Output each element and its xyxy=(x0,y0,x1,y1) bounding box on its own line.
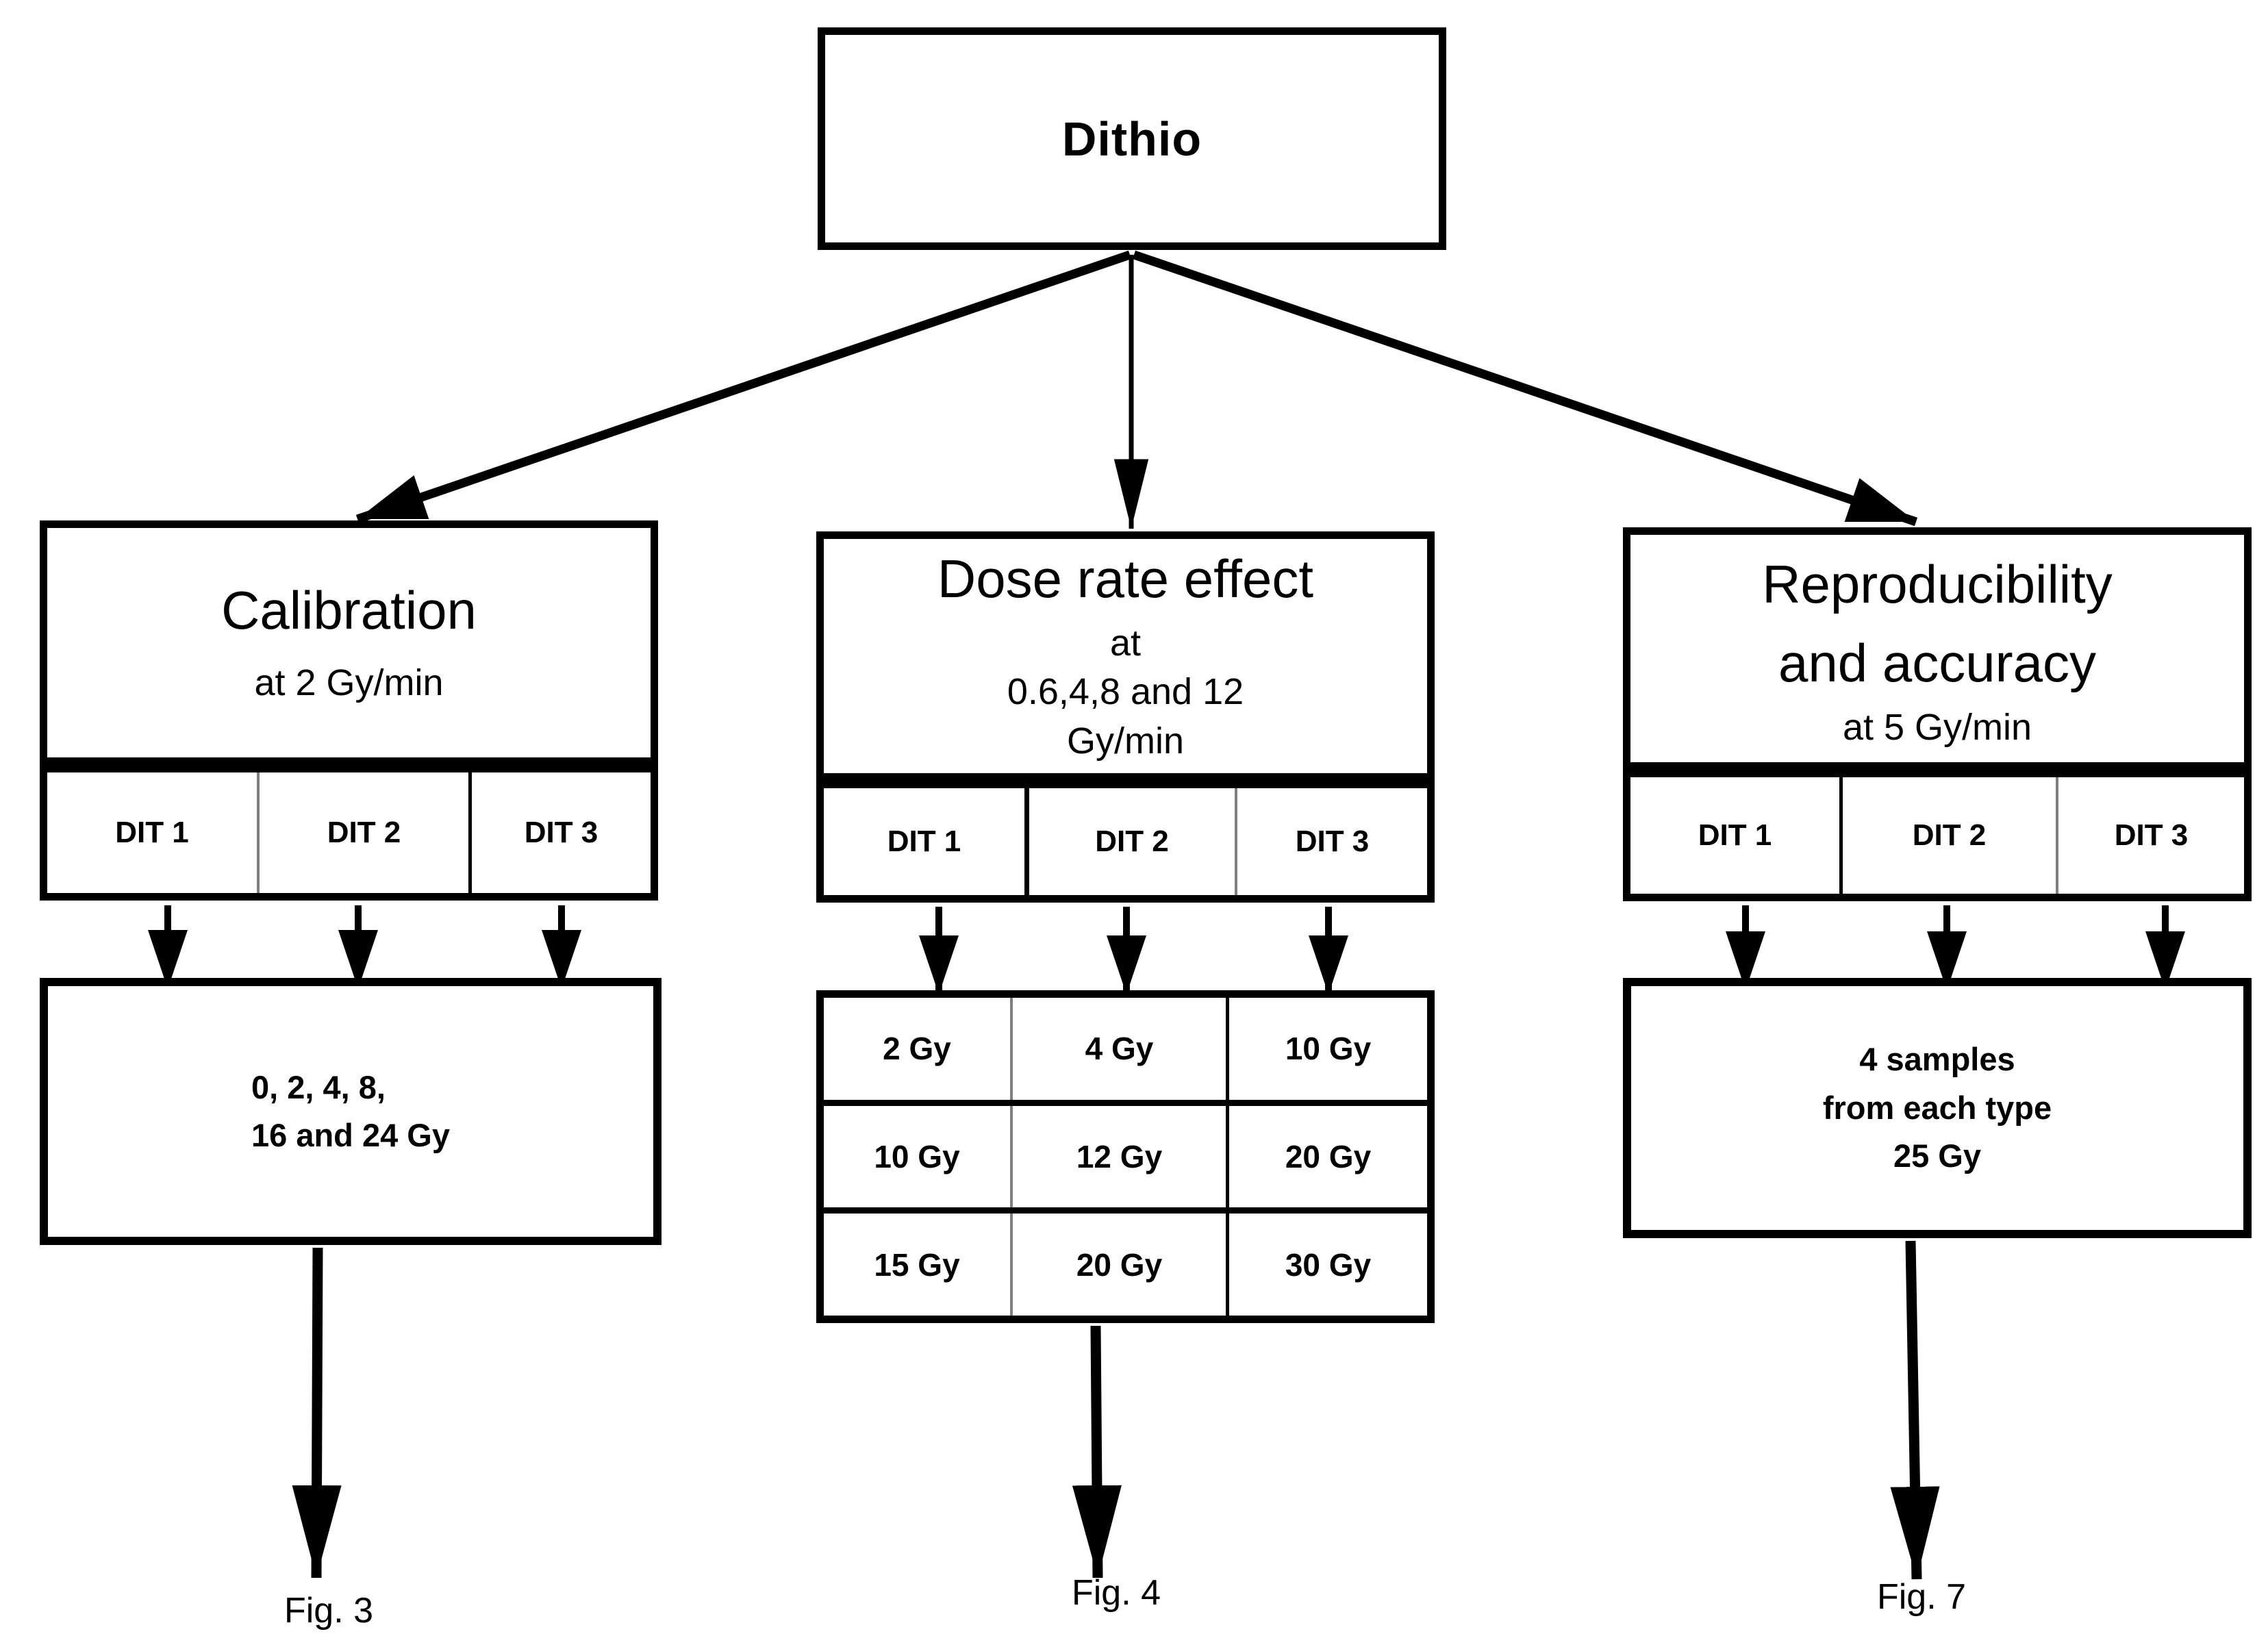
dose-rate-subtitle-line2: 0.6,4,8 and 12 xyxy=(1007,671,1244,713)
dit-label: DIT 3 xyxy=(2114,818,2189,852)
calibration-doses-line2: 16 and 24 Gy xyxy=(251,1117,450,1153)
calibration-result-box: 0, 2, 4, 8, 16 and 24 Gy xyxy=(40,978,662,1245)
dit-label: DIT 3 xyxy=(1295,825,1370,858)
calibration-dit-row: DIT 1 DIT 2 DIT 3 xyxy=(40,765,658,901)
reproducibility-box: Reproducibility and accuracy at 5 Gy/min xyxy=(1623,527,2252,770)
figure-label-4: Fig. 4 xyxy=(1071,1573,1161,1613)
dose-rate-subtitle-line3: Gy/min xyxy=(1066,720,1185,762)
dose-rate-title: Dose rate effect xyxy=(937,549,1314,609)
reproducibility-dit2: DIT 2 xyxy=(1843,777,2058,894)
reproducibility-samples-line3: 25 Gy xyxy=(1893,1137,1982,1174)
dose-cell: 30 Gy xyxy=(1285,1246,1372,1283)
dit-label: DIT 2 xyxy=(1912,818,1987,852)
dose-cell: 4 Gy xyxy=(1013,998,1229,1100)
reproducibility-dit1: DIT 1 xyxy=(1630,777,1843,894)
dose-rate-dit3: DIT 3 xyxy=(1237,788,1427,895)
arrow-root-to-calibration xyxy=(355,250,1132,524)
dose-cell: 2 Gy xyxy=(824,998,1013,1100)
dit-label: DIT 3 xyxy=(524,816,598,849)
dose-cell: 20 Gy xyxy=(1285,1139,1372,1174)
arrow-right-output xyxy=(1890,1240,1940,1580)
root-label: Dithio xyxy=(1061,112,1202,166)
dose-rate-box: Dose rate effect at 0.6,4,8 and 12 Gy/mi… xyxy=(816,531,1435,781)
calibration-dit3: DIT 3 xyxy=(472,772,651,893)
reproducibility-samples: 4 samples from each type 25 Gy xyxy=(1823,1035,2052,1181)
reproducibility-dit-row: DIT 1 DIT 2 DIT 3 xyxy=(1623,770,2252,901)
dose-cell: 20 Gy xyxy=(1013,1214,1229,1316)
dit-label: DIT 1 xyxy=(1698,818,1772,852)
dose-grid-row3: 15 Gy 20 Gy 30 Gy xyxy=(824,1214,1427,1316)
figure-label-7: Fig. 7 xyxy=(1876,1577,1967,1617)
calibration-box: Calibration at 2 Gy/min xyxy=(40,520,658,765)
dose-grid: 2 Gy 4 Gy 10 Gy 10 Gy 12 Gy 20 Gy 15 Gy … xyxy=(816,990,1435,1323)
dose-grid-row1: 2 Gy 4 Gy 10 Gy xyxy=(824,998,1427,1106)
reproducibility-dit3: DIT 3 xyxy=(2058,777,2244,894)
reproducibility-subtitle: at 5 Gy/min xyxy=(1842,706,2032,748)
dose-rate-dit2: DIT 2 xyxy=(1029,788,1237,895)
dose-cell: 10 Gy xyxy=(824,1105,1013,1208)
dose-cell: 10 Gy xyxy=(1285,1031,1372,1067)
reproducibility-samples-line2: from each type xyxy=(1822,1089,2052,1126)
calibration-doses-line1: 0, 2, 4, 8, xyxy=(251,1068,386,1105)
calibration-subtitle: at 2 Gy/min xyxy=(254,662,444,703)
figure-label-3: Fig. 3 xyxy=(284,1591,374,1631)
arrow-left-output xyxy=(292,1247,342,1579)
reproducibility-title-line2: and accuracy xyxy=(1778,633,2096,694)
dit-label: DIT 2 xyxy=(1095,825,1169,858)
dose-grid-row2: 10 Gy 12 Gy 20 Gy xyxy=(824,1105,1427,1214)
calibration-doses: 0, 2, 4, 8, 16 and 24 Gy xyxy=(251,1064,450,1160)
dose-rate-dit1: DIT 1 xyxy=(824,788,1029,895)
calibration-dit2: DIT 2 xyxy=(260,772,472,893)
calibration-title: Calibration xyxy=(221,579,477,640)
root-box: Dithio xyxy=(818,27,1446,250)
dose-cell: 15 Gy xyxy=(824,1214,1013,1316)
arrow-mid-output xyxy=(1072,1325,1122,1579)
dit-label: DIT 1 xyxy=(115,816,189,849)
dit-label: DIT 2 xyxy=(327,816,401,849)
dose-rate-subtitle-line1: at xyxy=(1109,623,1142,664)
arrow-root-to-reproducibility xyxy=(1132,250,1918,527)
reproducibility-result-box: 4 samples from each type 25 Gy xyxy=(1623,978,2252,1238)
reproducibility-samples-line1: 4 samples xyxy=(1859,1041,2015,1078)
dose-cell: 12 Gy xyxy=(1013,1105,1229,1208)
calibration-dit1: DIT 1 xyxy=(47,772,260,893)
reproducibility-title-line1: Reproducibility xyxy=(1762,554,2113,615)
dose-rate-dit-row: DIT 1 DIT 2 DIT 3 xyxy=(816,781,1435,903)
dit-label: DIT 1 xyxy=(887,825,961,858)
